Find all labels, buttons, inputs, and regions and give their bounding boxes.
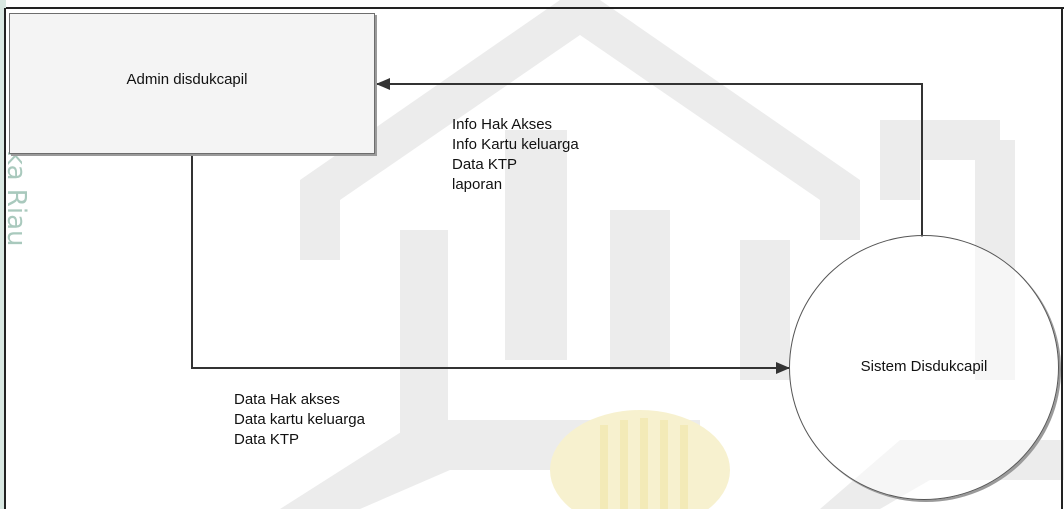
entity-label: Admin disdukcapil [126, 71, 248, 88]
flow-label: laporan [452, 176, 503, 193]
flow-labels-to-process: Data Hak akses Data kartu keluarga Data … [234, 390, 365, 450]
flow-label: Data Hak akses [234, 391, 340, 408]
process-label: Sistem Disdukcapil [860, 357, 988, 375]
entity-admin-disdukcapil: Admin disdukcapil [9, 13, 375, 154]
flow-labels-to-entity: Info Hak Akses Info Kartu keluarga Data … [452, 115, 579, 195]
flow-label: Info Hak Akses [452, 116, 553, 133]
flow-label: Data kartu keluarga [234, 411, 365, 428]
flow-arrow-to-entity [376, 78, 923, 237]
process-sistem-disdukcapil: Sistem Disdukcapil [789, 235, 1059, 500]
flow-label: Info Kartu keluarga [452, 136, 579, 153]
flow-label: Data KTP [452, 156, 518, 173]
flow-arrow-to-process [191, 156, 790, 374]
flow-label: Data KTP [234, 431, 300, 448]
